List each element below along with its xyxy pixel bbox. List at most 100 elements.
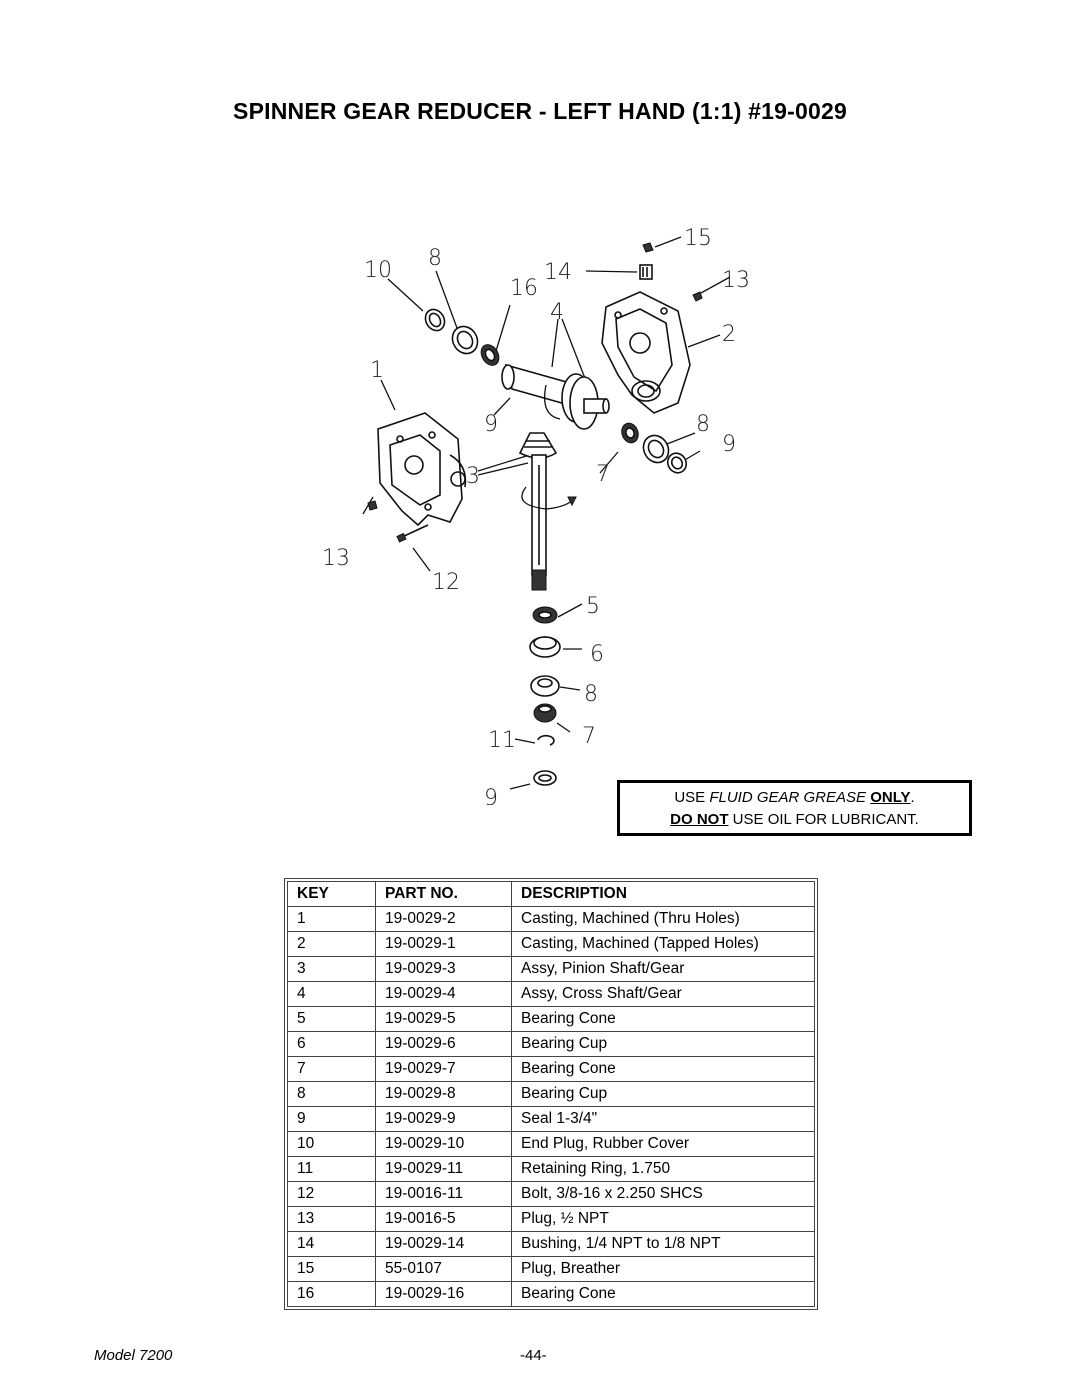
- callout-9: 9: [484, 412, 498, 437]
- row-description: Bushing, 1/4 NPT to 1/8 NPT: [511, 1231, 815, 1257]
- breather-plug: [642, 242, 654, 253]
- bolt: [396, 524, 429, 543]
- callout-5: 5: [586, 594, 600, 619]
- row-part-no: 19-0029-9: [375, 1106, 512, 1132]
- row-part-no: 19-0029-11: [375, 1156, 512, 1182]
- callout-7: 7: [596, 462, 610, 487]
- callout-8b: 8: [696, 412, 710, 437]
- pinion-shaft-gear: [518, 432, 558, 591]
- row-key: 9: [287, 1106, 376, 1132]
- row-key: 12: [287, 1181, 376, 1207]
- row-key: 16: [287, 1281, 376, 1307]
- callout-4: 4: [550, 300, 564, 325]
- row-key: 8: [287, 1081, 376, 1107]
- row-description: Bolt, 3/8-16 x 2.250 SHCS: [511, 1181, 815, 1207]
- row-description: Casting, Machined (Tapped Holes): [511, 931, 815, 957]
- page-title: SPINNER GEAR REDUCER - LEFT HAND (1:1) #…: [233, 98, 847, 124]
- callout-16: 16: [510, 276, 538, 301]
- row-part-no: 19-0016-5: [375, 1206, 512, 1232]
- plug-right: [692, 291, 703, 302]
- row-description: Bearing Cone: [511, 1006, 815, 1032]
- bearing-cone-right: [621, 422, 639, 444]
- retaining-ring: [537, 734, 555, 746]
- row-description: Plug, Breather: [511, 1256, 815, 1282]
- bearing-cone-lower-bottom: [533, 703, 557, 723]
- arrow-head: [567, 496, 577, 507]
- row-key: 6: [287, 1031, 376, 1057]
- row-key: 15: [287, 1256, 376, 1282]
- row-key: 1: [287, 906, 376, 932]
- row-description: Retaining Ring, 1.750: [511, 1156, 815, 1182]
- row-part-no: 19-0029-10: [375, 1131, 512, 1157]
- casting-tapped-holes: [601, 291, 691, 414]
- bearing-cone-upper: [480, 344, 500, 366]
- plug-left: [367, 500, 378, 511]
- rotation-arrow-upper: [543, 384, 561, 420]
- row-part-no: 19-0029-8: [375, 1081, 512, 1107]
- grease-name: FLUID GEAR GREASE: [709, 789, 867, 806]
- row-description: End Plug, Rubber Cover: [511, 1131, 815, 1157]
- row-description: Plug, ½ NPT: [511, 1206, 815, 1232]
- lubricant-notice: USE FLUID GEAR GREASE ONLY. DO NOT USE O…: [617, 780, 972, 836]
- row-description: Assy, Pinion Shaft/Gear: [511, 956, 815, 982]
- callout-14: 14: [544, 260, 572, 285]
- callout-10: 10: [364, 258, 392, 283]
- bearing-cup-lower-2: [530, 675, 560, 697]
- row-description: Assy, Cross Shaft/Gear: [511, 981, 815, 1007]
- row-part-no: 19-0029-3: [375, 956, 512, 982]
- row-key: 14: [287, 1231, 376, 1257]
- row-key: 7: [287, 1056, 376, 1082]
- rotation-arrow-pinion: [521, 486, 577, 510]
- row-key: 10: [287, 1131, 376, 1157]
- callout-8: 8: [428, 246, 442, 271]
- callout-8c: 8: [584, 682, 598, 707]
- row-description: Bearing Cone: [511, 1281, 815, 1307]
- row-key: 3: [287, 956, 376, 982]
- row-part-no: 19-0029-14: [375, 1231, 512, 1257]
- bearing-cone-lower-top: [532, 606, 558, 624]
- row-part-no: 19-0029-1: [375, 931, 512, 957]
- row-key: 5: [287, 1006, 376, 1032]
- row-part-no: 19-0029-5: [375, 1006, 512, 1032]
- row-part-no: 55-0107: [375, 1256, 512, 1282]
- casting-thru-holes: [377, 412, 467, 527]
- row-description: Bearing Cup: [511, 1031, 815, 1057]
- row-part-no: 19-0029-16: [375, 1281, 512, 1307]
- callout-12: 12: [432, 570, 460, 595]
- row-description: Bearing Cone: [511, 1056, 815, 1082]
- seal-right: [666, 452, 688, 474]
- do-not-emphasis: DO NOT: [670, 811, 729, 828]
- row-description: Casting, Machined (Thru Holes): [511, 906, 815, 932]
- row-part-no: 19-0016-11: [375, 1181, 512, 1207]
- row-part-no: 19-0029-2: [375, 906, 512, 932]
- callout-15: 15: [684, 226, 712, 251]
- footer-model: Model 7200: [94, 1347, 173, 1364]
- callout-3: 3: [466, 464, 480, 489]
- row-part-no: 19-0029-4: [375, 981, 512, 1007]
- callout-13: 13: [722, 268, 750, 293]
- notice-line-1: USE FLUID GEAR GREASE ONLY.: [674, 789, 915, 806]
- header-part-no: PART NO.: [375, 881, 512, 907]
- bearing-cup-upper: [451, 325, 479, 355]
- row-key: 4: [287, 981, 376, 1007]
- only-emphasis: ONLY: [870, 789, 911, 806]
- bearing-cup-right: [642, 434, 670, 464]
- callout-6: 6: [590, 642, 604, 667]
- row-description: Bearing Cup: [511, 1081, 815, 1107]
- header-key: KEY: [287, 881, 376, 907]
- row-part-no: 19-0029-6: [375, 1031, 512, 1057]
- end-plug: [424, 308, 446, 332]
- seal-lower: [533, 770, 557, 786]
